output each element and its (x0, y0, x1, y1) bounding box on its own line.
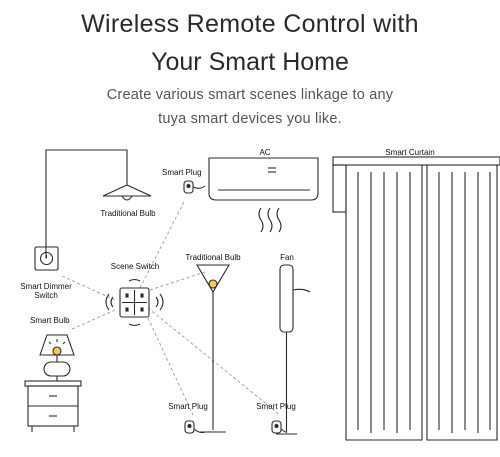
traditional-bulb-lamp-label: Traditional Bulb (185, 253, 241, 262)
connection-lines (59, 199, 281, 416)
smart-plug-ac-icon (183, 180, 206, 194)
smart-bulb-lamp-icon (24, 334, 82, 432)
smart-curtain-icon (332, 156, 500, 441)
subtitle-line-2: tuya smart devices you like. (158, 111, 342, 127)
smart-dimmer-switch-label-line-2: Switch (34, 291, 58, 300)
traditional-bulb-ceiling-label: Traditional Bulb (100, 209, 156, 218)
smart-dimmer-switch-label-line-1: Smart Dimmer (20, 282, 72, 291)
smart-dimmer-switch-icon (34, 246, 59, 271)
smart-bulb-label: Smart Bulb (30, 316, 70, 325)
smart-plug-lamp-label: Smart Plug (168, 402, 208, 411)
air-conditioner-icon (208, 157, 319, 233)
smart-curtain-label: Smart Curtain (385, 148, 435, 157)
traditional-bulb-ceiling-icon (45, 149, 152, 258)
headline-line-1: Wireless Remote Control with (81, 10, 419, 38)
smart-plug-fan-label: Smart Plug (256, 402, 296, 411)
subtitle-line-1: Create various smart scenes linkage to a… (106, 87, 394, 103)
scene-switch-label: Scene Switch (110, 262, 160, 271)
fan-label: Fan (280, 253, 294, 262)
headline-line-2: Your Smart Home (151, 48, 349, 76)
smart-plug-ac-label: Smart Plug (162, 168, 202, 177)
fan-icon (271, 264, 311, 435)
ac-label: AC (259, 148, 271, 157)
traditional-bulb-floor-lamp-icon (184, 264, 230, 434)
scene-switch-icon (105, 278, 164, 327)
